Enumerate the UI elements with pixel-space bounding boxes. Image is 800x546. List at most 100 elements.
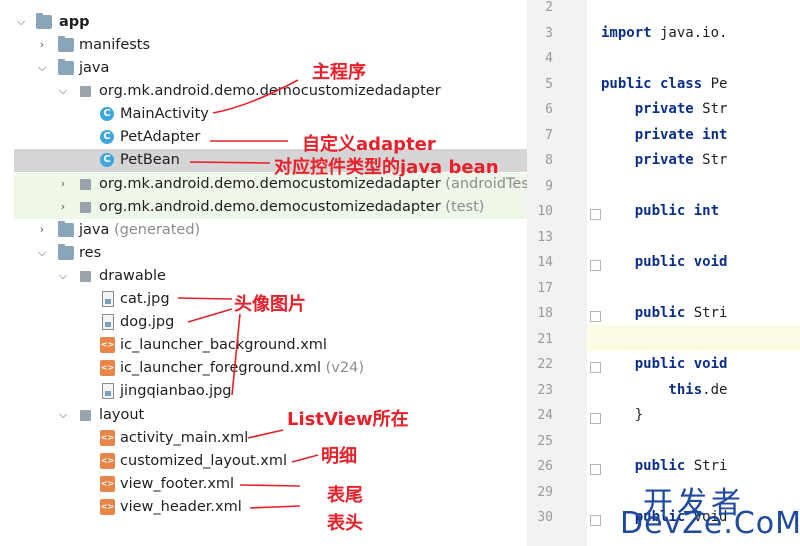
tree-node-dog-jpg[interactable]: dog.jpg	[0, 311, 527, 334]
chevron-right-icon[interactable]: ›	[39, 38, 45, 51]
code-line[interactable]: private Str	[601, 101, 728, 117]
chevron-down-icon[interactable]: ⌵	[37, 246, 47, 259]
tree-label: customized_layout.xml	[120, 453, 287, 469]
code-line[interactable]: private Str	[601, 152, 728, 168]
tree-label: org.mk.android.demo.democustomizedadapte…	[99, 83, 441, 99]
tree-node-main-activity[interactable]: C MainActivity	[0, 103, 527, 126]
line-number: 13	[537, 229, 553, 245]
code-line[interactable]: public void	[601, 356, 728, 372]
code-keyword: public void	[601, 356, 728, 372]
line-number: 22	[537, 357, 553, 372]
chevron-down-icon[interactable]: ⌵	[58, 269, 68, 282]
chevron-down-icon[interactable]: ⌵	[37, 61, 47, 74]
tree-node-app[interactable]: ⌵ app	[0, 11, 527, 34]
chevron-right-icon[interactable]: ›	[60, 177, 66, 190]
tree-label: ic_launcher_foreground.xml	[120, 360, 322, 376]
annotation-detail: 明细	[321, 446, 357, 467]
tree-node-ic-launcher-foreground[interactable]: <> ic_launcher_foreground.xml (v24)	[0, 357, 527, 380]
code-line[interactable]: public void	[601, 509, 728, 525]
line-number: 3	[545, 25, 553, 41]
code-line[interactable]: public class Pe	[601, 76, 727, 92]
tree-node-view-footer-xml[interactable]: <> view_footer.xml	[0, 473, 527, 496]
chevron-down-icon[interactable]: ⌵	[58, 84, 68, 97]
chevron-right-icon[interactable]: ›	[60, 200, 66, 213]
tree-node-drawable[interactable]: ⌵ drawable	[0, 265, 527, 288]
tree-node-pet-adapter[interactable]: C PetAdapter	[0, 126, 527, 149]
annotation-main-program: 主程序	[312, 62, 366, 83]
fold-toggle-icon[interactable]	[590, 464, 601, 475]
tree-node-ic-launcher-background[interactable]: <> ic_launcher_background.xml	[0, 334, 527, 357]
tree-node-java[interactable]: ⌵ java	[0, 57, 527, 80]
line-number: 25	[537, 433, 553, 449]
tree-label: res	[79, 245, 102, 261]
package-icon	[80, 202, 91, 213]
code-keyword: public void	[601, 254, 728, 270]
line-number: 10	[537, 204, 553, 219]
code-line[interactable]: public void	[601, 254, 728, 270]
tree-node-package-test[interactable]: › org.mk.android.demo.democustomizedadap…	[14, 196, 527, 219]
code-line[interactable]: }	[601, 407, 643, 423]
tree-node-jingqianbao-jpg[interactable]: jingqianbao.jpg	[0, 380, 527, 403]
chevron-right-icon[interactable]: ›	[39, 223, 45, 236]
image-file-icon	[102, 291, 114, 307]
code-line[interactable]: import java.io.	[601, 25, 727, 41]
tree-label: activity_main.xml	[120, 430, 249, 446]
fold-toggle-icon[interactable]	[590, 311, 601, 322]
code-text: .de	[702, 381, 728, 398]
line-number: 26	[537, 459, 553, 474]
fold-toggle-icon[interactable]	[590, 515, 601, 526]
tree-label: PetAdapter	[120, 129, 201, 145]
tree-label: org.mk.android.demo.democustomizedadapte…	[99, 199, 441, 215]
xml-file-icon: <>	[100, 360, 115, 376]
xml-file-icon: <>	[100, 453, 115, 469]
tree-node-package-main[interactable]: ⌵ org.mk.android.demo.democustomizedadap…	[0, 80, 527, 103]
tree-node-layout[interactable]: ⌵ layout	[0, 404, 527, 427]
tree-label: MainActivity	[120, 106, 209, 122]
tree-label: java	[79, 222, 110, 238]
watermark-site: DevZe.CoM	[620, 506, 800, 541]
image-file-icon	[102, 314, 114, 330]
tree-node-package-android-test[interactable]: › org.mk.android.demo.democustomizedadap…	[14, 173, 527, 196]
folder-icon	[58, 36, 74, 52]
tree-node-pet-bean[interactable]: C PetBean	[14, 149, 527, 172]
code-line[interactable]: private int	[601, 127, 728, 143]
tree-node-res[interactable]: ⌵ res	[0, 242, 527, 265]
tree-label-suffix: (generated)	[114, 222, 201, 238]
fold-toggle-icon[interactable]	[590, 209, 601, 220]
line-number: 23	[537, 382, 553, 398]
code-keyword: public	[601, 458, 686, 474]
code-line[interactable]: public Stri	[601, 458, 728, 474]
code-line[interactable]: this.de	[601, 382, 727, 398]
tree-label: view_footer.xml	[120, 476, 235, 492]
fold-toggle-icon[interactable]	[590, 413, 601, 424]
fold-toggle-icon[interactable]	[590, 260, 601, 271]
tree-node-view-header-xml[interactable]: <> view_header.xml	[0, 496, 527, 519]
line-number: 30	[537, 510, 553, 525]
java-class-icon: C	[100, 153, 114, 167]
xml-file-icon: <>	[100, 499, 115, 515]
tree-label-suffix: (v24)	[325, 360, 364, 376]
fold-toggle-icon[interactable]	[590, 362, 601, 373]
tree-node-cat-jpg[interactable]: cat.jpg	[0, 288, 527, 311]
tree-node-activity-main-xml[interactable]: <> activity_main.xml	[0, 427, 527, 450]
tree-node-java-generated[interactable]: › java (generated)	[0, 219, 527, 242]
code-text: Str	[693, 152, 728, 168]
annotation-java-bean: 对应控件类型的java bean	[274, 157, 499, 178]
chevron-down-icon[interactable]: ⌵	[16, 15, 26, 28]
annotation-custom-adapter: 自定义adapter	[302, 134, 436, 155]
code-line[interactable]: public int	[601, 203, 719, 219]
code-text: Stri	[685, 458, 728, 474]
line-number: 4	[545, 51, 553, 66]
chevron-down-icon[interactable]: ⌵	[58, 408, 68, 421]
xml-file-icon: <>	[100, 430, 115, 446]
source-folder-icon	[58, 59, 74, 75]
code-line[interactable]: public Stri	[601, 305, 728, 321]
tree-label: jingqianbao.jpg	[120, 383, 232, 399]
image-file-icon	[102, 383, 114, 399]
resource-folder-icon	[58, 244, 74, 260]
folder-icon	[80, 410, 91, 421]
tree-label: ic_launcher_background.xml	[120, 337, 327, 353]
tree-node-manifests[interactable]: › manifests	[0, 34, 527, 57]
tree-node-customized-layout-xml[interactable]: <> customized_layout.xml	[0, 450, 527, 473]
